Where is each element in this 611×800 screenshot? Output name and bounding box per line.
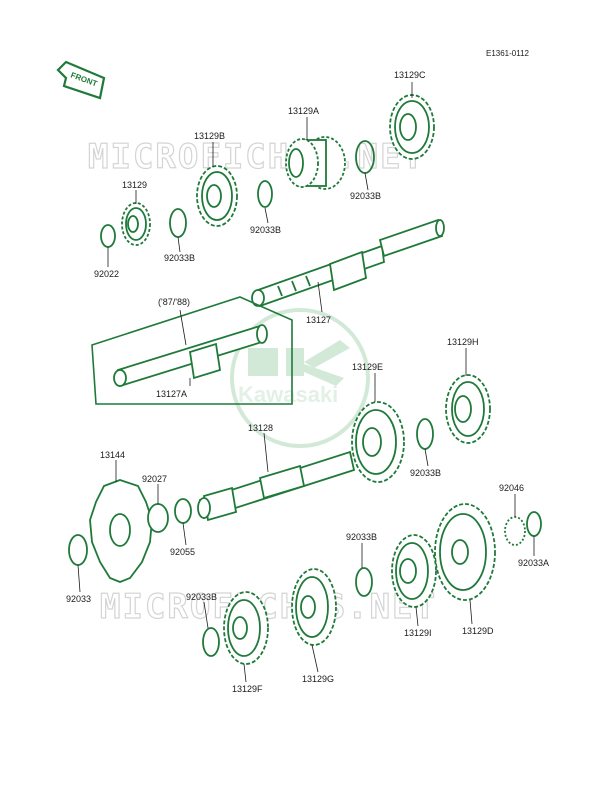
gear-13129-icon	[121, 202, 151, 246]
part-label: 92022	[94, 269, 119, 279]
part-label: 92033B	[346, 532, 377, 542]
circlip-d-icon	[416, 418, 434, 450]
bearing-92046-icon	[504, 516, 526, 546]
part-label: 92033	[66, 594, 91, 604]
collar-92027-icon	[147, 503, 169, 533]
gear-13129b-icon	[196, 165, 238, 227]
part-label: 92033B	[250, 225, 281, 235]
part-labels: 13129C 13129A 13129B 92033B 13129 92033B…	[66, 70, 549, 694]
part-label: 92033B	[164, 253, 195, 263]
gear-13129f-icon	[223, 591, 269, 665]
washer-92022-icon	[100, 224, 116, 248]
part-label: 92046	[499, 483, 524, 493]
gear-13129e-icon	[351, 401, 405, 483]
part-label: 13129E	[352, 362, 383, 372]
part-label: 13127A	[156, 389, 187, 399]
part-label: 92055	[170, 547, 195, 557]
variant-note: ('87/'88)	[158, 297, 190, 307]
part-label: 92027	[142, 474, 167, 484]
part-label: 13129B	[194, 131, 225, 141]
watermark-bottom: MICROFICHES.NET	[100, 587, 437, 627]
brand-logo-text: Kawasaki	[238, 382, 338, 407]
part-label: 13129G	[302, 674, 334, 684]
part-label: 13127	[306, 315, 331, 325]
circlip-92033a-icon	[526, 511, 542, 537]
gear-13129d-icon	[434, 503, 496, 601]
gear-13129c-icon	[389, 94, 435, 160]
part-label: 92033B	[186, 592, 217, 602]
brand-logo: Kawasaki	[230, 308, 370, 448]
part-label: 13129H	[447, 337, 479, 347]
circlip-92033-icon	[68, 534, 88, 566]
gear-13129h-icon	[445, 374, 491, 444]
shaft-13127-icon	[251, 218, 445, 308]
part-label: 92033B	[410, 468, 441, 478]
part-label: 13144	[100, 450, 125, 460]
variant-box	[91, 296, 293, 405]
gear-13129g-icon	[291, 568, 337, 646]
part-label: 13129A	[288, 106, 319, 116]
part-label: 92033B	[350, 191, 381, 201]
circlip-f-icon	[202, 627, 220, 657]
watermark-top: MICROFICHES.NET	[88, 137, 425, 177]
part-label: 13129I	[404, 628, 432, 638]
gear-13129a-icon	[285, 136, 346, 190]
front-arrow-icon: FRONT	[56, 60, 106, 100]
shaft-13128-icon	[197, 450, 356, 522]
part-label: 13129C	[394, 70, 426, 80]
oring-92055-icon	[174, 498, 192, 524]
gear-13129i-icon	[391, 534, 437, 608]
part-label: 92033A	[518, 558, 549, 568]
part-label: 13128	[248, 423, 273, 433]
leader-lines	[77, 82, 535, 683]
diagram-code: E1361-0112	[486, 49, 530, 58]
part-label: 13129F	[232, 684, 263, 694]
shaft-13127a-icon	[113, 324, 268, 388]
circlip-b-icon	[257, 180, 273, 208]
part-label: 13129D	[462, 626, 494, 636]
circlip-e-icon	[355, 567, 373, 597]
sprocket-13144-icon	[89, 479, 153, 583]
part-label: 13129	[122, 180, 147, 190]
circlip-c-icon	[169, 208, 187, 238]
